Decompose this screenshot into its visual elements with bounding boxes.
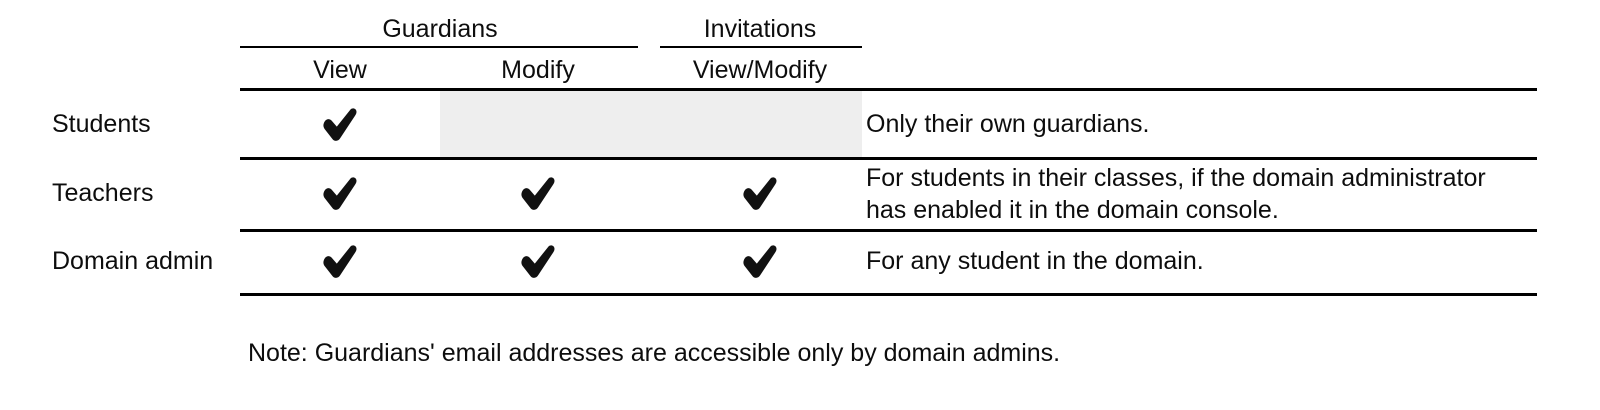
checkmark-teachers-guardians-modify <box>515 171 561 217</box>
table-rule-after-students <box>240 157 1537 160</box>
table-rule-bottom <box>240 293 1537 296</box>
description-teachers: For students in their classes, if the do… <box>866 162 1566 226</box>
checkmark-teachers-invitations-view-modify <box>737 171 783 217</box>
description-teachers-line-2: has enabled it in the domain console. <box>866 196 1279 224</box>
description-students: Only their own guardians. <box>866 110 1150 138</box>
column-header-view: View <box>313 56 367 84</box>
group-header-invitations: Invitations <box>703 15 817 43</box>
table-rule-after-teachers <box>240 229 1537 232</box>
row-label-teachers: Teachers <box>52 179 154 207</box>
footnote-note: Note: Guardians' email addresses are acc… <box>248 339 1061 367</box>
row-label-domain-admin: Domain admin <box>52 247 214 275</box>
column-header-modify: Modify <box>501 56 575 84</box>
checkmark-domain-admin-guardians-view <box>317 239 363 285</box>
description-teachers-line-1: For students in their classes, if the do… <box>866 164 1486 192</box>
checkmark-students-guardians-view <box>317 102 363 148</box>
checkmark-domain-admin-invitations-view-modify <box>737 239 783 285</box>
table-rule-top <box>240 88 1537 91</box>
row-label-students: Students <box>52 110 151 138</box>
group-rule-guardians <box>240 46 638 48</box>
shaded-cell-students-modify-invitations <box>440 91 862 157</box>
column-header-view-modify: View/Modify <box>692 56 828 84</box>
description-domain-admin: For any student in the domain. <box>866 247 1204 275</box>
group-rule-invitations <box>660 46 862 48</box>
group-header-guardians: Guardians <box>382 15 498 43</box>
checkmark-teachers-guardians-view <box>317 171 363 217</box>
checkmark-domain-admin-guardians-modify <box>515 239 561 285</box>
